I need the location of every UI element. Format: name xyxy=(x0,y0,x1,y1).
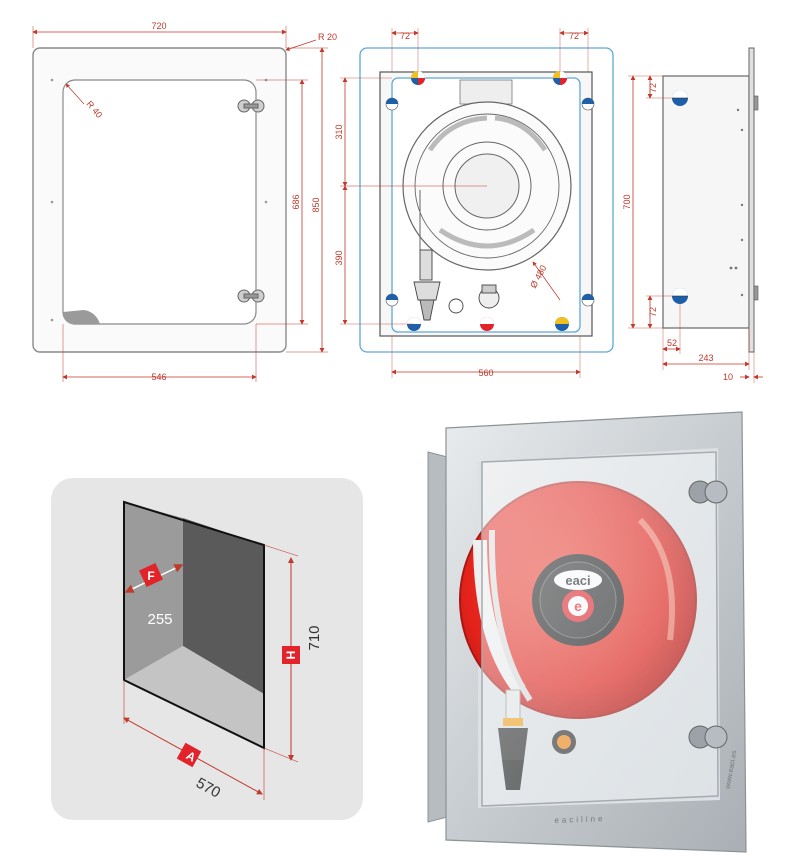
side-front-flange xyxy=(748,47,755,353)
glass-door xyxy=(481,451,719,807)
niche-tag-h xyxy=(282,646,300,664)
front-handle-bottom xyxy=(237,289,265,303)
front-height-850: 850 xyxy=(311,197,321,212)
internal-view: 72 72 310 390 Ø 480 560 xyxy=(334,28,614,378)
niche-depth-255: 255 xyxy=(147,611,172,628)
side-offset-top-72: 72 xyxy=(648,83,658,93)
front-width-720: 720 xyxy=(151,21,166,31)
side-depth-52: 52 xyxy=(667,338,677,348)
front-width-546: 546 xyxy=(151,372,166,382)
side-offset-bottom-72: 72 xyxy=(648,307,658,317)
product-render: e eaci eaciline www.eaci.es xyxy=(427,411,747,853)
frame-line-text: eaciline xyxy=(554,814,605,825)
internal-width-560: 560 xyxy=(478,368,493,378)
front-handle-top xyxy=(237,99,265,113)
reel-bracket xyxy=(459,79,513,105)
front-radius-20: R 20 xyxy=(318,32,337,42)
internal-spacing-right-72: 72 xyxy=(569,31,579,41)
side-bolt-bottom xyxy=(672,288,688,304)
front-height-686: 686 xyxy=(291,194,301,209)
internal-frame-blue xyxy=(359,47,614,353)
glass-label-strip xyxy=(63,310,100,324)
front-glass-panel xyxy=(62,79,257,325)
door-handle-bottom xyxy=(688,725,728,749)
internal-height-390: 390 xyxy=(334,250,344,265)
door-handle-top xyxy=(688,480,728,504)
nozzle-valve-drawing xyxy=(413,249,500,321)
niche-tag-a xyxy=(176,742,202,768)
front-screws xyxy=(50,78,268,322)
side-view: 700 72 72 52 243 10 xyxy=(622,47,763,383)
internal-height-310: 310 xyxy=(334,124,344,139)
niche-tag-f-label: F xyxy=(147,569,154,583)
niche-diagram: F 255 H 710 A 570 xyxy=(51,478,363,820)
side-bolt-top xyxy=(672,90,688,106)
internal-height-700: 700 xyxy=(622,194,632,209)
niche-tag-f xyxy=(139,563,163,587)
side-body xyxy=(662,75,750,329)
niche-height-710: 710 xyxy=(306,625,323,650)
front-view: 720 R 20 R 40 850 686 546 xyxy=(32,21,337,382)
internal-spacing-left-72: 72 xyxy=(400,31,410,41)
niche-back-wall xyxy=(183,518,264,694)
bolt-symbols xyxy=(385,71,595,331)
niche-tag-h-label: H xyxy=(284,651,298,660)
side-depth-243: 243 xyxy=(698,353,713,363)
side-frame-10: 10 xyxy=(723,372,733,382)
